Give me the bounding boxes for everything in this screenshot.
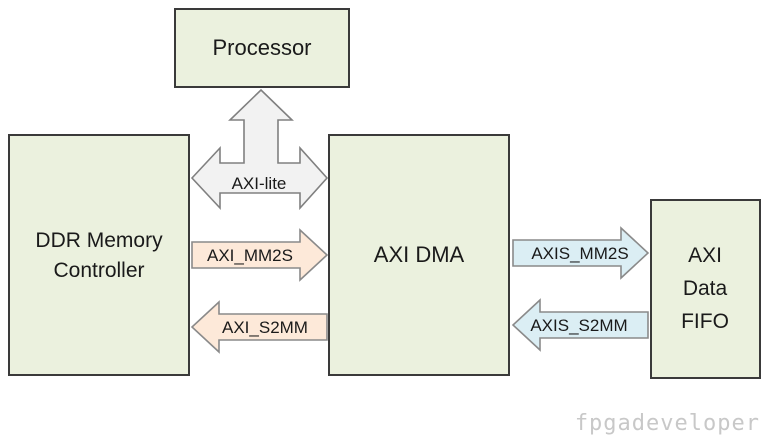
axis-mm2s-label: AXIS_MM2S [531,244,628,263]
axis-s2mm-arrow: AXIS_S2MM [511,298,649,352]
axi-lite-arrow: AXI-lite [190,88,329,211]
axi-s2mm-label: AXI_S2MM [222,318,308,337]
axis-s2mm-label: AXIS_S2MM [530,316,627,335]
watermark-text: fpgadeveloper [575,411,760,436]
processor-label: Processor [212,35,311,60]
ddr-memory-controller-block: DDR Memory Controller [8,134,190,376]
fifo-label-line3: FIFO [681,310,729,333]
axi-mm2s-arrow: AXI_MM2S [191,228,329,282]
axi-data-fifo-block: AXI Data FIFO [650,199,761,379]
axis-mm2s-arrow: AXIS_MM2S [512,226,650,280]
processor-block: Processor [174,8,350,88]
axi-lite-label: AXI-lite [232,174,287,193]
fifo-label-line2: Data [683,277,728,300]
axi-mm2s-label: AXI_MM2S [207,246,293,265]
ddr-label-line2: Controller [53,259,144,282]
axi-dma-block: AXI DMA [328,134,510,376]
fifo-label-line1: AXI [688,244,722,267]
axi-s2mm-arrow: AXI_S2MM [190,300,328,354]
ddr-label-line1: DDR Memory [35,229,163,252]
axi-dma-label: AXI DMA [374,242,465,267]
